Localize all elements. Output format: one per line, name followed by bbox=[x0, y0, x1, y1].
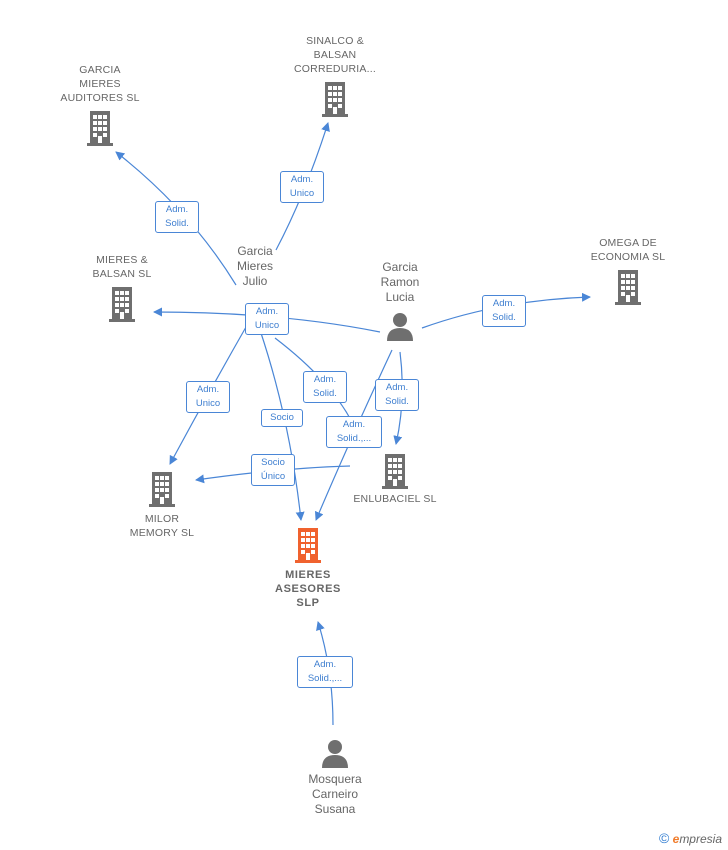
relation-badge[interactable]: Adm. Solid. bbox=[155, 201, 199, 233]
node-label: MILOR MEMORY SL bbox=[129, 513, 195, 539]
node-label: Garcia Ramon Lucia bbox=[380, 260, 420, 304]
empresia-logo: © empresia bbox=[658, 830, 722, 846]
node-label: ENLUBACIEL SL bbox=[353, 493, 437, 505]
node-label: Garcia Mieres Julio bbox=[236, 244, 273, 288]
relation-badge[interactable]: Socio bbox=[261, 409, 303, 427]
node-label: MIERES ASESORES SLP bbox=[275, 569, 341, 609]
node-omega-economia[interactable]: OMEGA DE ECONOMIA SL bbox=[578, 236, 678, 306]
relation-badge[interactable]: Adm. Solid.,... bbox=[326, 416, 382, 448]
building-icon bbox=[109, 287, 135, 322]
node-garcia-ramon-lucia[interactable]: Garcia Ramon Lucia bbox=[360, 260, 440, 341]
node-milor-memory[interactable]: MILOR MEMORY SL bbox=[112, 470, 212, 540]
person-icon bbox=[322, 740, 348, 768]
node-label: Mosquera Carneiro Susana bbox=[308, 772, 362, 816]
relation-badge[interactable]: Adm. Solid. bbox=[303, 371, 347, 403]
node-enlubaciel[interactable]: ENLUBACIEL SL bbox=[340, 452, 450, 506]
relation-badge[interactable]: Adm. Unico bbox=[245, 303, 289, 335]
node-mieres-balsan[interactable]: MIERES & BALSAN SL bbox=[72, 253, 172, 323]
node-mieres-asesores[interactable]: MIERES ASESORES SLP bbox=[258, 526, 358, 610]
relation-badge[interactable]: Adm. Unico bbox=[186, 381, 230, 413]
node-label: MIERES & BALSAN SL bbox=[92, 254, 152, 280]
relation-badge[interactable]: Socio Único bbox=[251, 454, 295, 486]
relation-badge[interactable]: Adm. Solid.,... bbox=[297, 656, 353, 688]
node-label: GARCIA MIERES AUDITORES SL bbox=[60, 64, 140, 104]
building-icon bbox=[149, 472, 175, 507]
building-icon bbox=[295, 528, 321, 563]
node-sinalco-balsan[interactable]: SINALCO & BALSAN CORREDURIA... bbox=[285, 34, 385, 118]
person-icon bbox=[387, 313, 413, 341]
node-garcia-mieres-auditores[interactable]: GARCIA MIERES AUDITORES SL bbox=[50, 63, 150, 147]
relation-badge[interactable]: Adm. Solid. bbox=[482, 295, 526, 327]
building-icon bbox=[382, 454, 408, 489]
building-icon bbox=[322, 82, 348, 117]
relation-badge[interactable]: Adm. Solid. bbox=[375, 379, 419, 411]
node-mosquera-carneiro[interactable]: Mosquera Carneiro Susana bbox=[295, 738, 375, 817]
building-icon bbox=[615, 270, 641, 305]
relation-badge[interactable]: Adm. Unico bbox=[280, 171, 324, 203]
building-icon bbox=[87, 111, 113, 146]
node-label: OMEGA DE ECONOMIA SL bbox=[590, 237, 666, 263]
node-label: SINALCO & BALSAN CORREDURIA... bbox=[294, 35, 376, 75]
node-garcia-mieres-julio[interactable]: Garcia Mieres Julio bbox=[215, 244, 295, 289]
